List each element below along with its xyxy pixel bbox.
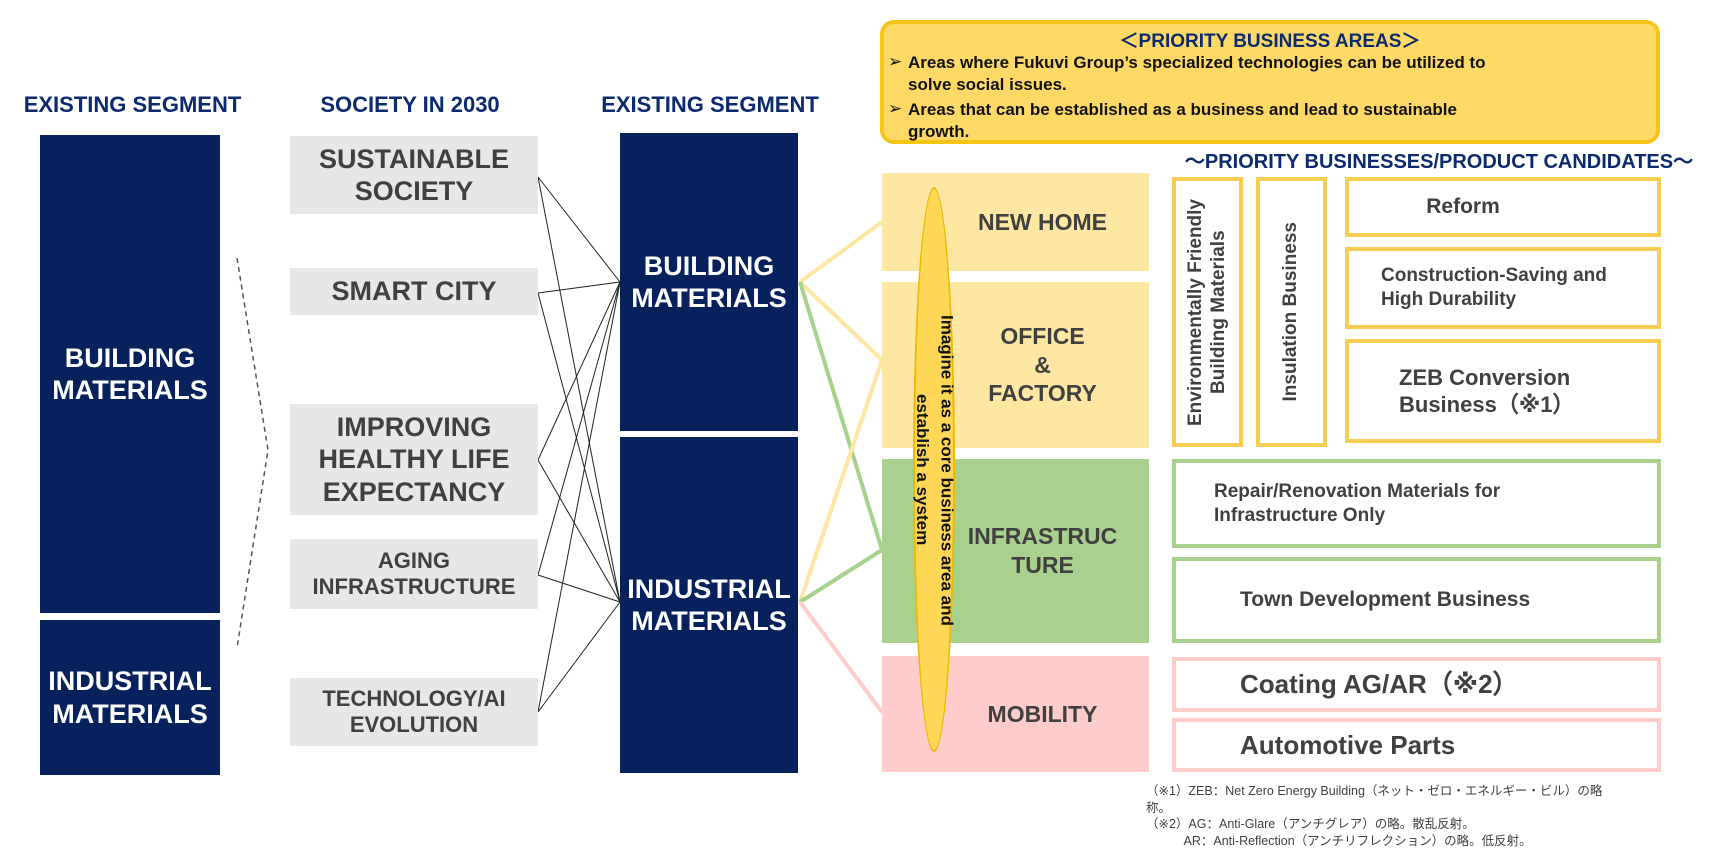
area-office-factory-label: OFFICE & FACTORY [988, 322, 1097, 407]
dashed-chevron [236, 257, 269, 649]
priority-bullet-2: ➢ Areas that can be established as a bus… [888, 99, 1457, 143]
candidate-repair-label: Repair/Renovation Materials for Infrastr… [1214, 480, 1501, 526]
mid-segment-building: BUILDING MATERIALS [620, 133, 798, 431]
bullet-arrow-icon: ➢ [888, 99, 903, 118]
candidate-coating: Coating AG/AR（※2） [1172, 657, 1661, 712]
candidate-town: Town Development Business [1172, 557, 1661, 643]
society-healthy-life: IMPROVING HEALTHY LIFE EXPECTANCY [290, 404, 538, 515]
footnote-1: （※1）ZEB：Net Zero Energy Building（ネット・ゼロ・… [1146, 784, 1603, 815]
society-smart-city: SMART CITY [290, 268, 538, 315]
candidate-zeb-label: ZEB Conversion Business（※1） [1399, 364, 1575, 418]
bullet-arrow-icon: ➢ [888, 52, 903, 71]
candidate-insulation-box: Insulation Business [1256, 177, 1327, 447]
priority-bullet-2-text: Areas that can be established as a busin… [908, 100, 1457, 142]
candidate-zeb: ZEB Conversion Business（※1） [1345, 339, 1661, 443]
society-technology-ai: TECHNOLOGY/AI EVOLUTION [290, 678, 538, 746]
candidate-automotive: Automotive Parts [1172, 718, 1661, 772]
footnote-2: （※2）AG：Anti-Glare（アンチグレア）の略。散乱反射。 AR：Ant… [1146, 817, 1532, 848]
core-business-oval [913, 187, 955, 752]
priority-areas-title: ＜PRIORITY BUSINESS AREAS＞ [1119, 31, 1421, 52]
society-to-segment-lines [537, 176, 621, 713]
priority-bullet-1-text: Areas where Fukuvi Group’s specialized t… [908, 53, 1486, 95]
header-existing-segment-mid: EXISTING SEGMENT [601, 92, 819, 117]
header-candidates: ～PRIORITY BUSINESSES/PRODUCT CANDIDATES～ [1184, 151, 1694, 173]
candidate-construction-saving-label: Construction-Saving and High Durability [1381, 265, 1607, 310]
candidate-env-label: Environmentally Friendly Building Materi… [1184, 198, 1229, 426]
society-aging-infrastructure: AGING INFRASTRUCTURE [290, 539, 538, 609]
candidate-reform: Reform [1345, 177, 1661, 237]
candidate-reform-label: Reform [1426, 194, 1500, 218]
area-mobility-label: MOBILITY [987, 700, 1098, 727]
candidate-env-box: Environmentally Friendly Building Materi… [1172, 177, 1243, 447]
priority-areas-panel: ＜PRIORITY BUSINESS AREAS＞ ➢ Areas where … [880, 20, 1660, 144]
society-sustainable: SUSTAINABLE SOCIETY [290, 136, 538, 214]
area-infrastructure-label: INFRASTRUC TURE [967, 523, 1118, 578]
segment-to-area-lines [798, 220, 884, 714]
candidate-town-label: Town Development Business [1240, 587, 1531, 611]
candidate-construction-saving: Construction-Saving and High Durability [1345, 247, 1661, 329]
candidate-automotive-label: Automotive Parts [1240, 729, 1456, 760]
left-segment-industrial: INDUSTRIAL MATERIALS [40, 620, 220, 775]
area-new-home-label: NEW HOME [977, 208, 1108, 235]
mid-segment-industrial: INDUSTRIAL MATERIALS [620, 437, 798, 773]
header-society-2030: SOCIETY IN 2030 [320, 92, 500, 117]
header-existing-segment-left: EXISTING SEGMENT [23, 92, 242, 117]
core-business-note: Imagine it as a core business area and e… [913, 314, 957, 626]
candidate-repair: Repair/Renovation Materials for Infrastr… [1172, 459, 1661, 548]
candidate-insulation-label: Insulation Business [1280, 222, 1302, 402]
priority-bullet-1: ➢ Areas where Fukuvi Group’s specialized… [888, 52, 1486, 96]
candidate-coating-label: Coating AG/AR（※2） [1240, 669, 1519, 700]
left-segment-building: BUILDING MATERIALS [40, 135, 220, 613]
